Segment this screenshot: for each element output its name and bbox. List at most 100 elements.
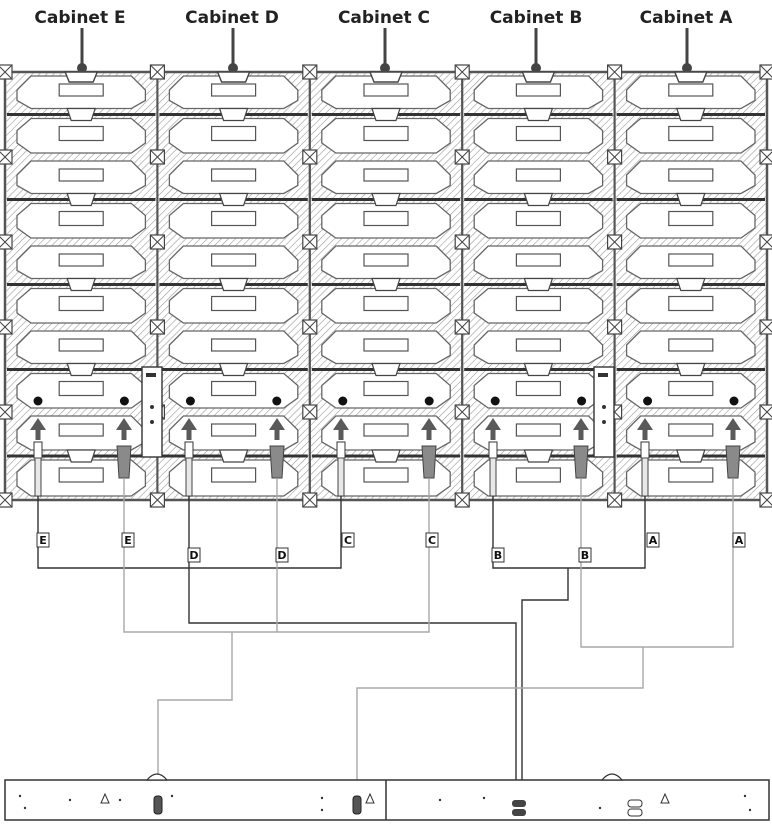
top-latch — [64, 71, 99, 83]
module-handle — [363, 423, 409, 437]
cabinet-title-b: Cabinet B — [490, 8, 583, 28]
corner-lock-icon — [454, 64, 470, 80]
stem-knob — [228, 63, 238, 73]
module-handle — [58, 423, 104, 437]
latch — [523, 107, 554, 122]
data-plug — [488, 441, 498, 497]
insert-arrow-icon — [30, 418, 46, 440]
insert-arrow-icon — [725, 418, 741, 440]
corner-lock-icon — [302, 64, 318, 80]
cable-tag-a: A — [732, 532, 746, 548]
corner-lock-icon — [606, 319, 623, 335]
module-handle — [668, 168, 714, 182]
port-icon — [185, 396, 195, 406]
corner-lock-icon — [149, 234, 165, 250]
module-handle — [211, 125, 257, 142]
bar-detail-dot — [320, 796, 324, 800]
cabinet-title-e: Cabinet E — [34, 8, 125, 28]
latch — [371, 277, 401, 292]
cable-tag-c: C — [341, 532, 355, 548]
cable-tag-label: A — [649, 534, 658, 547]
module-handle — [668, 125, 714, 142]
top-latch — [368, 71, 404, 83]
module-handle — [58, 168, 104, 182]
module-handle — [363, 467, 409, 483]
module-handle — [211, 380, 257, 397]
cable-tag-e: E — [121, 532, 135, 548]
data-plug — [640, 441, 650, 497]
insert-arrow-icon — [485, 418, 501, 440]
latch — [675, 449, 706, 463]
module-handle — [668, 253, 714, 267]
bar-detail-dot — [18, 794, 22, 798]
cable-tag-label: A — [735, 534, 744, 547]
bar-detail-dot — [748, 808, 752, 812]
latch — [218, 192, 249, 207]
module-handle — [515, 338, 562, 352]
cable-tag-c: C — [425, 532, 439, 548]
cable-tag-e: E — [36, 532, 50, 548]
bar-detail-dot — [118, 798, 122, 802]
data-cable-b-a — [492, 496, 646, 569]
cable-tag-label: C — [344, 534, 352, 547]
stem-knob — [380, 63, 390, 73]
latch — [371, 192, 401, 207]
cable-tag-label: B — [581, 549, 589, 562]
bar-data-socket — [512, 809, 526, 816]
corner-lock-icon — [0, 149, 13, 165]
corner-lock-icon — [759, 404, 772, 420]
latch — [218, 449, 249, 463]
corner-lock-icon — [302, 149, 318, 165]
module-handle — [668, 295, 714, 312]
module-handle — [211, 83, 257, 97]
insert-arrow-icon — [181, 418, 197, 440]
cabinet-b — [461, 71, 616, 501]
latch — [523, 277, 554, 292]
module-handle — [58, 210, 104, 227]
module-handle — [668, 423, 714, 437]
cable-tag-label: B — [494, 549, 502, 562]
corner-lock-icon — [0, 319, 13, 335]
corner-lock-icon — [454, 404, 470, 420]
insert-arrow-icon — [573, 418, 589, 440]
latch — [371, 107, 401, 122]
module-handle — [211, 210, 257, 227]
module-handle — [668, 338, 714, 352]
cable-tag-label: D — [189, 549, 198, 562]
bar-detail-dot — [598, 806, 602, 810]
bar-shackle — [145, 773, 169, 781]
corner-lock-icon — [149, 319, 165, 335]
bar-detail-dot — [438, 798, 442, 802]
insert-arrow-icon — [269, 418, 285, 440]
bar-power-socket — [352, 795, 362, 815]
bar-detail-dot — [68, 798, 72, 802]
led-cabinet-wall — [0, 64, 772, 508]
corner-lock-icon — [302, 319, 318, 335]
module-handle — [58, 295, 104, 312]
bar-shackle — [600, 773, 624, 781]
stem-knob — [531, 63, 541, 73]
latch — [66, 192, 97, 207]
module-handle — [515, 210, 562, 227]
bar-mount-icon — [365, 792, 375, 804]
port-icon — [272, 396, 282, 406]
cable-tags: E E D D C C B B A A — [36, 532, 746, 563]
module-handle — [211, 295, 257, 312]
bar-socket-empty — [627, 808, 643, 817]
cabinet-title-a: Cabinet A — [640, 8, 734, 28]
top-latch — [521, 71, 556, 83]
module-handle — [668, 83, 714, 97]
cable-tag-d: D — [275, 547, 289, 563]
corner-lock-icon — [454, 234, 470, 250]
stem-knob — [77, 63, 87, 73]
corner-lock-icon — [759, 319, 772, 335]
module-handle — [363, 338, 409, 352]
module-handle — [58, 380, 104, 397]
power-plug — [116, 445, 132, 479]
power-feed-right — [356, 647, 644, 790]
port-icon — [33, 396, 43, 406]
bar-detail-dot — [482, 796, 486, 800]
power-supply-box — [593, 366, 615, 458]
module-handle — [363, 125, 409, 142]
module-handle — [515, 423, 562, 437]
